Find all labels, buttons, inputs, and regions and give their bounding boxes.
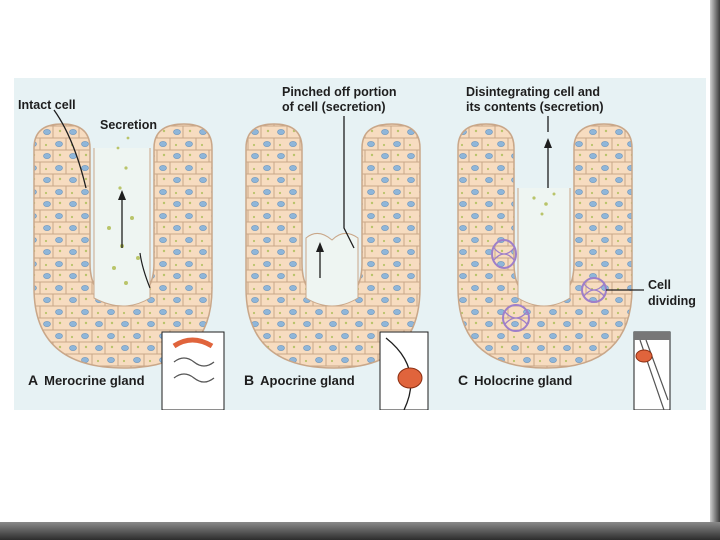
label-cell-dividing-1: Cell (648, 278, 671, 292)
label-disintegrating-2: its contents (secretion) (466, 100, 604, 114)
breast-inset-drawing (379, 331, 429, 410)
caption-letter-a: A (28, 372, 39, 388)
skin-inset-drawing (633, 331, 671, 410)
gland-figure: Intact cell Secretion Pinched off portio… (14, 78, 706, 410)
intestine-inset-drawing (161, 331, 225, 410)
caption-letter-b: B (244, 372, 255, 388)
caption-text-b: Apocrine gland (260, 373, 355, 388)
caption-holocrine: C Holocrine gland (458, 372, 572, 388)
merocrine-gland-drawing (33, 109, 213, 369)
label-intact-cell: Intact cell (18, 98, 76, 112)
label-cell-dividing-2: dividing (648, 294, 696, 308)
caption-merocrine: A Merocrine gland (28, 372, 145, 388)
label-pinched-off-2: of cell (secretion) (282, 100, 386, 114)
gland-illustration (33, 109, 671, 410)
caption-letter-c: C (458, 372, 469, 388)
holocrine-gland-drawing (457, 116, 644, 369)
label-disintegrating-1: Disintegrating cell and (466, 85, 601, 99)
apocrine-gland-drawing (245, 116, 421, 369)
caption-text-a: Merocrine gland (44, 373, 145, 388)
caption-apocrine: B Apocrine gland (244, 372, 355, 388)
label-pinched-off-1: Pinched off portion (282, 85, 397, 99)
slide-edge-bottom (0, 522, 720, 540)
caption-text-c: Holocrine gland (474, 373, 573, 388)
slide-edge-right (710, 0, 720, 540)
label-secretion: Secretion (100, 118, 157, 132)
